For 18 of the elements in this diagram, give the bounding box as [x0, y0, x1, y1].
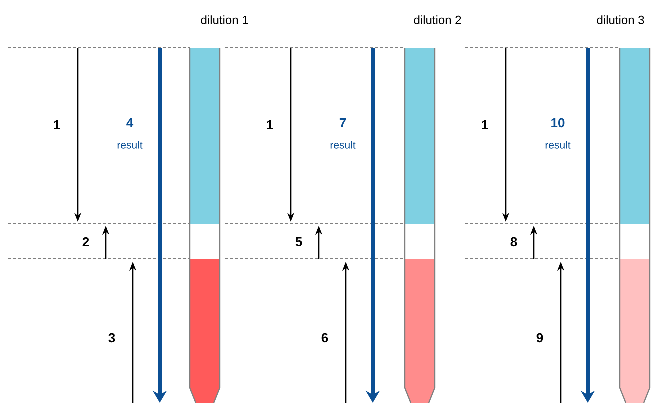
- segment-number: 6: [322, 333, 328, 343]
- segment-number: 5: [296, 237, 302, 247]
- result-number: 7: [340, 118, 346, 128]
- segment-number: 8: [510, 237, 518, 247]
- result-label: result: [330, 141, 356, 149]
- segment-number: 1: [267, 120, 274, 130]
- result-label: result: [118, 141, 143, 149]
- segment-number: 3: [108, 333, 116, 343]
- panel-heading: dilution 2: [414, 16, 462, 24]
- result-label: result: [546, 141, 571, 149]
- panel-heading: dilution 3: [597, 16, 644, 24]
- panel-heading: dilution 1: [201, 16, 248, 24]
- segment-number: 1: [54, 120, 60, 130]
- segment-number: 2: [82, 237, 90, 247]
- result-number: 10: [552, 118, 565, 128]
- result-number: 4: [126, 118, 134, 128]
- segment-number: 9: [536, 333, 544, 343]
- segment-number: 1: [482, 120, 488, 130]
